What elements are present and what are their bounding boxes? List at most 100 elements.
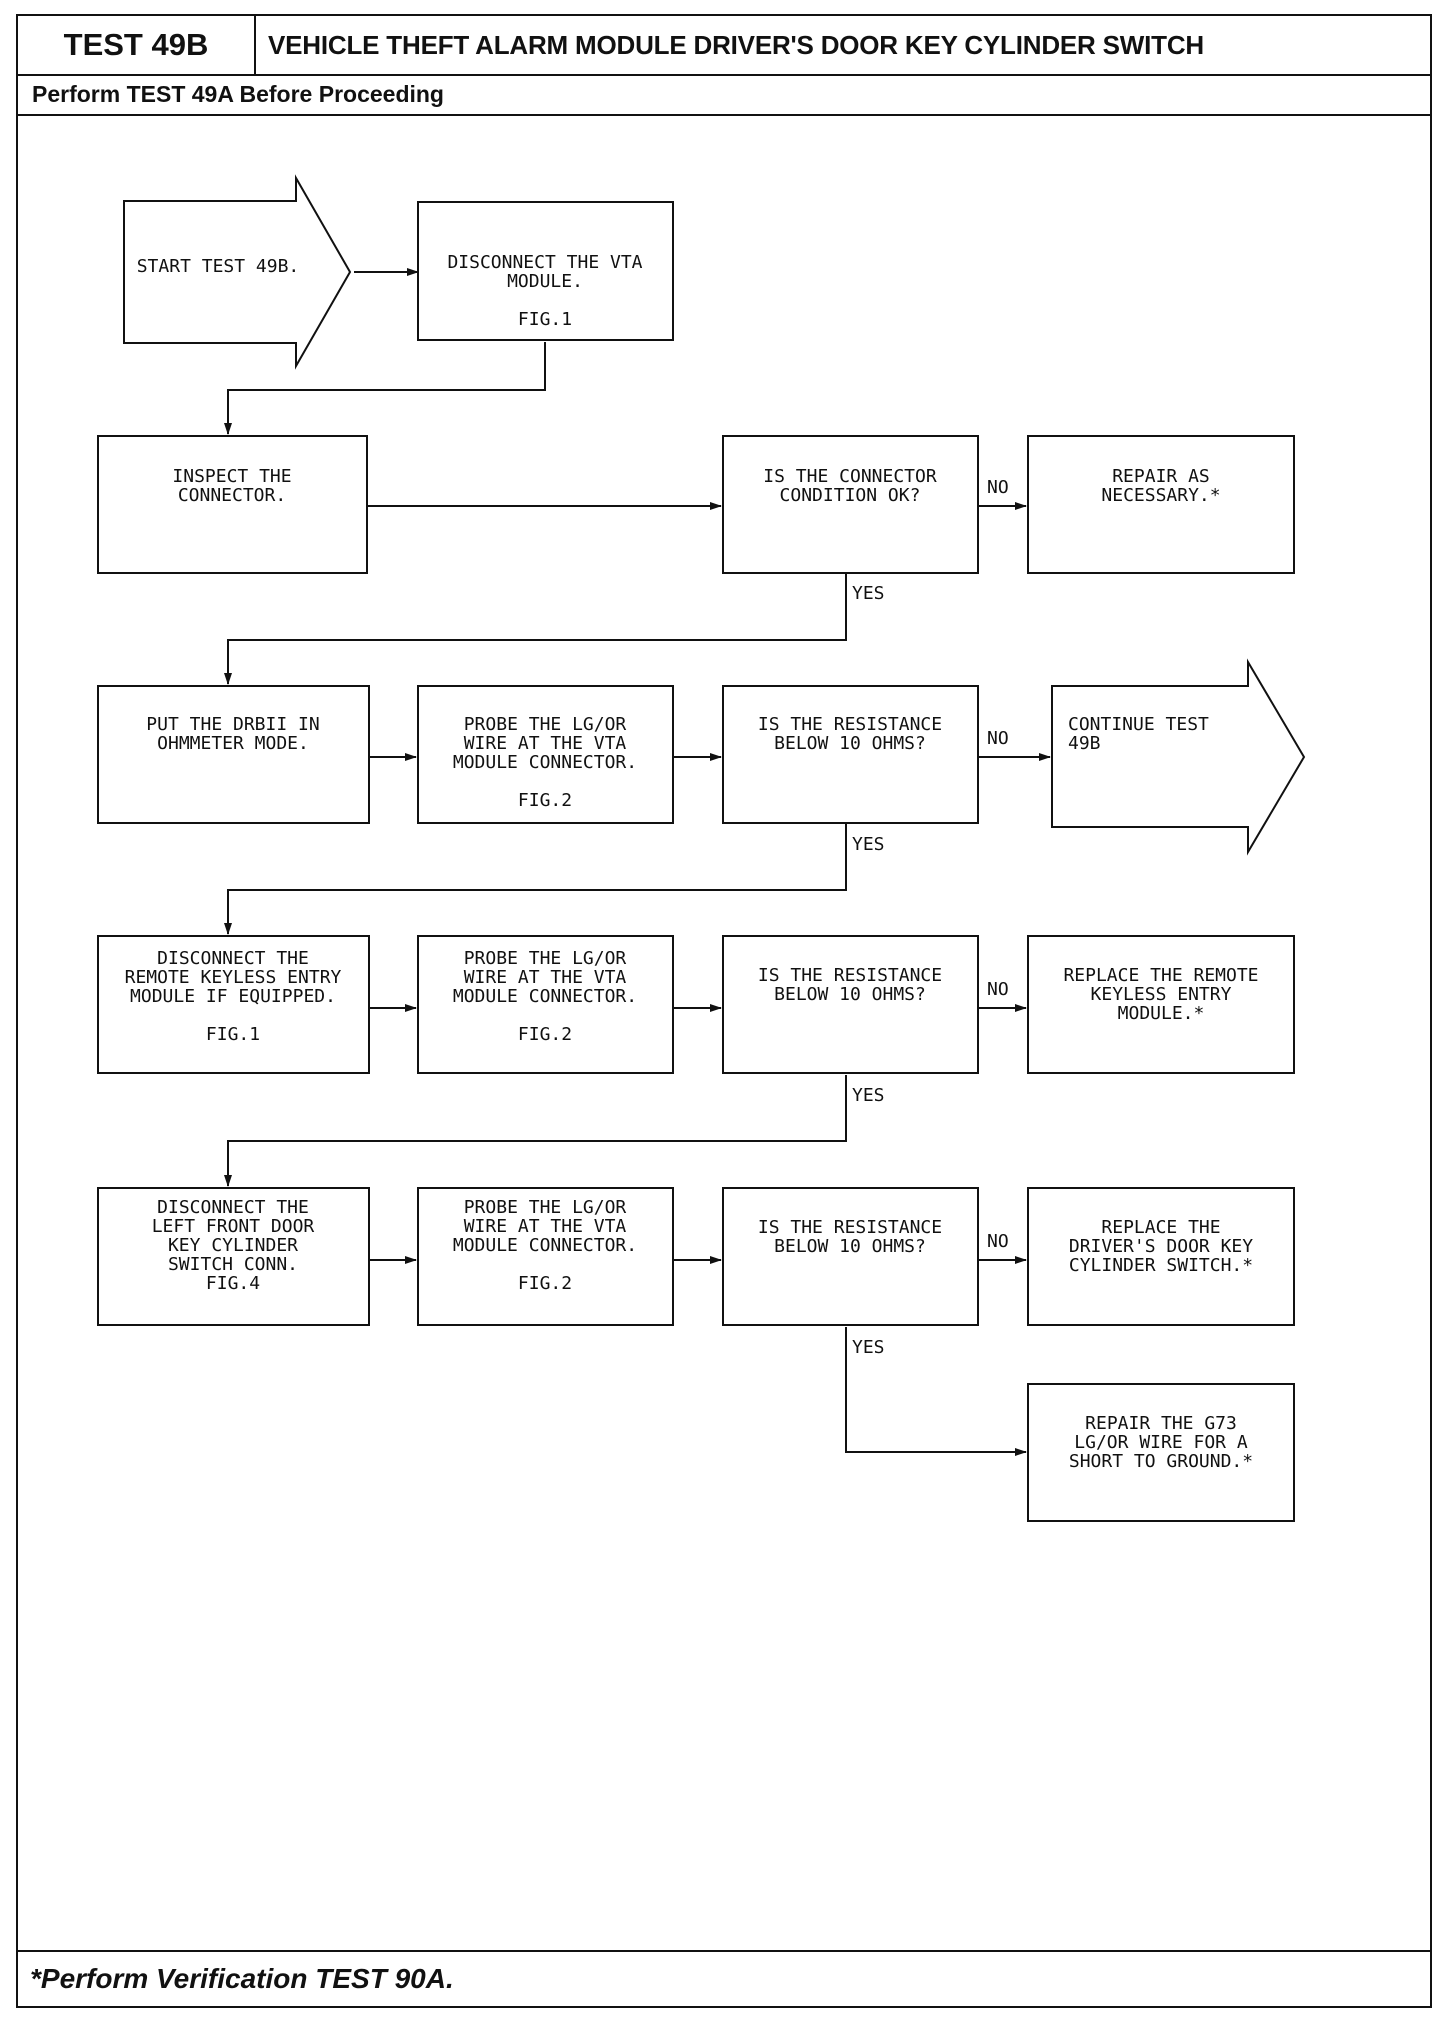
node-text-line: MODULE. — [507, 271, 583, 292]
yes-label: YES — [852, 834, 885, 855]
node-text-line: MODULE CONNECTOR. — [453, 752, 637, 773]
node-text-line: 49B — [1068, 733, 1101, 754]
prerequisite-note: Perform TEST 49A Before Proceeding — [18, 74, 1430, 116]
node-text-line: CONTINUE TEST — [1068, 714, 1209, 735]
node-text-line: START TEST 49B. — [137, 256, 300, 277]
continue-arrow — [1051, 658, 1306, 856]
node-text-line: REMOTE KEYLESS ENTRY — [125, 967, 342, 988]
node-text-line: REPLACE THE — [1101, 1217, 1220, 1238]
verification-note: *Perform Verification TEST 90A. — [18, 1950, 1430, 2006]
node-text-line: PROBE THE LG/OR — [464, 948, 627, 969]
node-text-line: MODULE.* — [1118, 1003, 1205, 1024]
node-text-line: WIRE AT THE VTA — [464, 1216, 627, 1237]
edge-connector-yes — [224, 573, 847, 685]
connector-lines — [224, 268, 1051, 1456]
node-text-line: IS THE CONNECTOR — [763, 466, 937, 487]
node-text-line: PUT THE DRBII IN — [146, 714, 319, 735]
no-label: NO — [987, 477, 1009, 498]
node-text-line: SWITCH CONN. — [168, 1254, 298, 1275]
disconnect-vta-box — [417, 201, 674, 341]
replace-rke-box — [1027, 935, 1295, 1074]
node-text-line: FIG.2 — [518, 1273, 572, 1294]
node-text-line: IS THE RESISTANCE — [758, 714, 942, 735]
disconnect-lf-door-box — [97, 1187, 370, 1326]
repair-g73-box — [1027, 1383, 1295, 1522]
probe-1-box — [417, 685, 674, 824]
node-text-line: REPLACE THE REMOTE — [1063, 965, 1258, 986]
resistance-1-box — [722, 685, 979, 824]
node-text-line: REPAIR AS — [1112, 466, 1210, 487]
node-text-line: SHORT TO GROUND.* — [1069, 1451, 1253, 1472]
node-text-line: CONNECTOR. — [178, 485, 286, 506]
node-text-line: MODULE CONNECTOR. — [453, 986, 637, 1007]
node-text-line: OHMMETER MODE. — [157, 733, 309, 754]
node-text-line: CONDITION OK? — [780, 485, 921, 506]
disconnect-rke-box — [97, 935, 370, 1074]
start-arrow — [123, 174, 352, 370]
node-text-line: PROBE THE LG/OR — [464, 714, 627, 735]
node-text-line: WIRE AT THE VTA — [464, 733, 627, 754]
no-label: NO — [987, 979, 1009, 1000]
node-text-line: BELOW 10 OHMS? — [774, 733, 926, 754]
node-text-line: LG/OR WIRE FOR A — [1074, 1432, 1248, 1453]
yes-label: YES — [852, 583, 885, 604]
node-text-line: IS THE RESISTANCE — [758, 1217, 942, 1238]
node-text-line: KEY CYLINDER — [168, 1235, 298, 1256]
node-text-line: WIRE AT THE VTA — [464, 967, 627, 988]
yes-label: YES — [852, 1337, 885, 1358]
yes-label: YES — [852, 1085, 885, 1106]
drbii-ohmmeter-box — [97, 685, 370, 824]
edge-resistance1-yes — [224, 824, 847, 935]
node-text-line: FIG.1 — [518, 309, 572, 330]
probe-2-box — [417, 935, 674, 1074]
node-text-line: DRIVER'S DOOR KEY — [1069, 1236, 1253, 1257]
node-text-line: PROBE THE LG/OR — [464, 1197, 627, 1218]
node-text-line: BELOW 10 OHMS? — [774, 1236, 926, 1257]
node-text-line: CYLINDER SWITCH.* — [1069, 1255, 1253, 1276]
node-text-line: KEYLESS ENTRY — [1091, 984, 1232, 1005]
start-text: START TEST 49B. — [137, 256, 300, 277]
inspect-connector-box — [97, 435, 368, 574]
repair-necessary-box — [1027, 435, 1295, 574]
header-row: TEST 49B VEHICLE THEFT ALARM MODULE DRIV… — [18, 16, 1430, 76]
probe-3-box — [417, 1187, 674, 1326]
node-text-line: MODULE IF EQUIPPED. — [130, 986, 336, 1007]
node-text-line: BELOW 10 OHMS? — [774, 984, 926, 1005]
test-id: TEST 49B — [18, 16, 256, 74]
node-text-line: REPAIR THE G73 — [1085, 1413, 1237, 1434]
edge-disconnect-to-inspect — [224, 342, 546, 435]
node-text-line: FIG.1 — [206, 1024, 260, 1045]
node-text-line: DISCONNECT THE VTA — [447, 252, 642, 273]
replace-switch-box — [1027, 1187, 1295, 1326]
node-text-line: LEFT FRONT DOOR — [152, 1216, 315, 1237]
node-text-line: DISCONNECT THE — [157, 948, 309, 969]
no-label: NO — [987, 728, 1009, 749]
node-text-line: MODULE CONNECTOR. — [453, 1235, 637, 1256]
node-text-line: DISCONNECT THE — [157, 1197, 309, 1218]
edge-resistance2-yes — [224, 1075, 847, 1187]
no-label: NO — [987, 1231, 1009, 1252]
node-text-line: FIG.4 — [206, 1273, 260, 1294]
flowchart: NO YES NO YES NO YES NO YES START TEST 4… — [97, 174, 1306, 1522]
resistance-3-box — [722, 1187, 979, 1326]
edge-resistance3-yes — [845, 1327, 1027, 1456]
branch-labels: NO YES NO YES NO YES NO YES — [852, 477, 1009, 1358]
node-text-line: IS THE RESISTANCE — [758, 965, 942, 986]
test-sheet: TEST 49B VEHICLE THEFT ALARM MODULE DRIV… — [16, 14, 1432, 2008]
